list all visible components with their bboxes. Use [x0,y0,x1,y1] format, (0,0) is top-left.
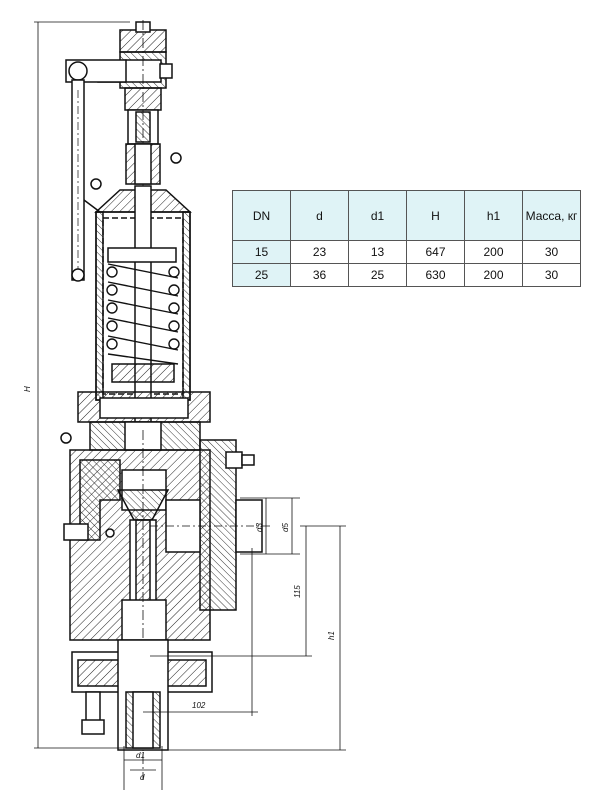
col-header-h1: h1 [464,190,523,241]
dim-label-outlet-centre: 115 [293,585,302,598]
dim-label-outlet-bore: d3 [255,523,264,532]
spring [106,263,180,365]
valve-body [69,430,211,780]
dim-label-outlet-height: h1 [327,631,336,640]
cell-dn: 25 [232,263,291,287]
table-row: 15 23 13 647 200 30 [232,240,581,264]
outlet-flange [150,439,270,611]
inlet-flange [63,523,213,751]
col-header-d1: d1 [348,190,407,241]
spec-table: DN d d1 H h1 Масса, кг 15 23 13 647 200 … [232,190,581,287]
dimension-lines [34,21,346,790]
dim-label-inlet-dia: d [140,773,145,782]
col-header-d: d [290,190,349,241]
bonnet-flange [60,391,211,451]
col-header-mass: Масса, кг [522,190,581,241]
col-header-h: H [406,190,465,241]
dim-label-outlet-dia: d5 [281,523,290,532]
cell-d1: 25 [348,263,407,287]
spec-table-header: DN d d1 H h1 Масса, кг [232,190,581,241]
cell-d: 36 [290,263,349,287]
cell-mass: 30 [522,240,581,264]
table-row: 25 36 25 630 200 30 [232,263,581,287]
col-header-dn: DN [232,190,291,241]
dim-label-inlet-bore: d1 [136,751,145,760]
cell-h: 630 [406,263,465,287]
cell-h1: 200 [464,240,523,264]
spring-bonnet [94,185,192,427]
cell-dn: 15 [232,240,291,264]
cell-mass: 30 [522,263,581,287]
cell-d1: 13 [348,240,407,264]
cell-d: 23 [290,240,349,264]
dim-label-flange-offset: 102 [192,701,206,710]
lifting-lever [65,59,182,282]
cell-h1: 200 [464,263,523,287]
dim-label-overall-height: H [23,386,32,392]
cell-h: 647 [406,240,465,264]
